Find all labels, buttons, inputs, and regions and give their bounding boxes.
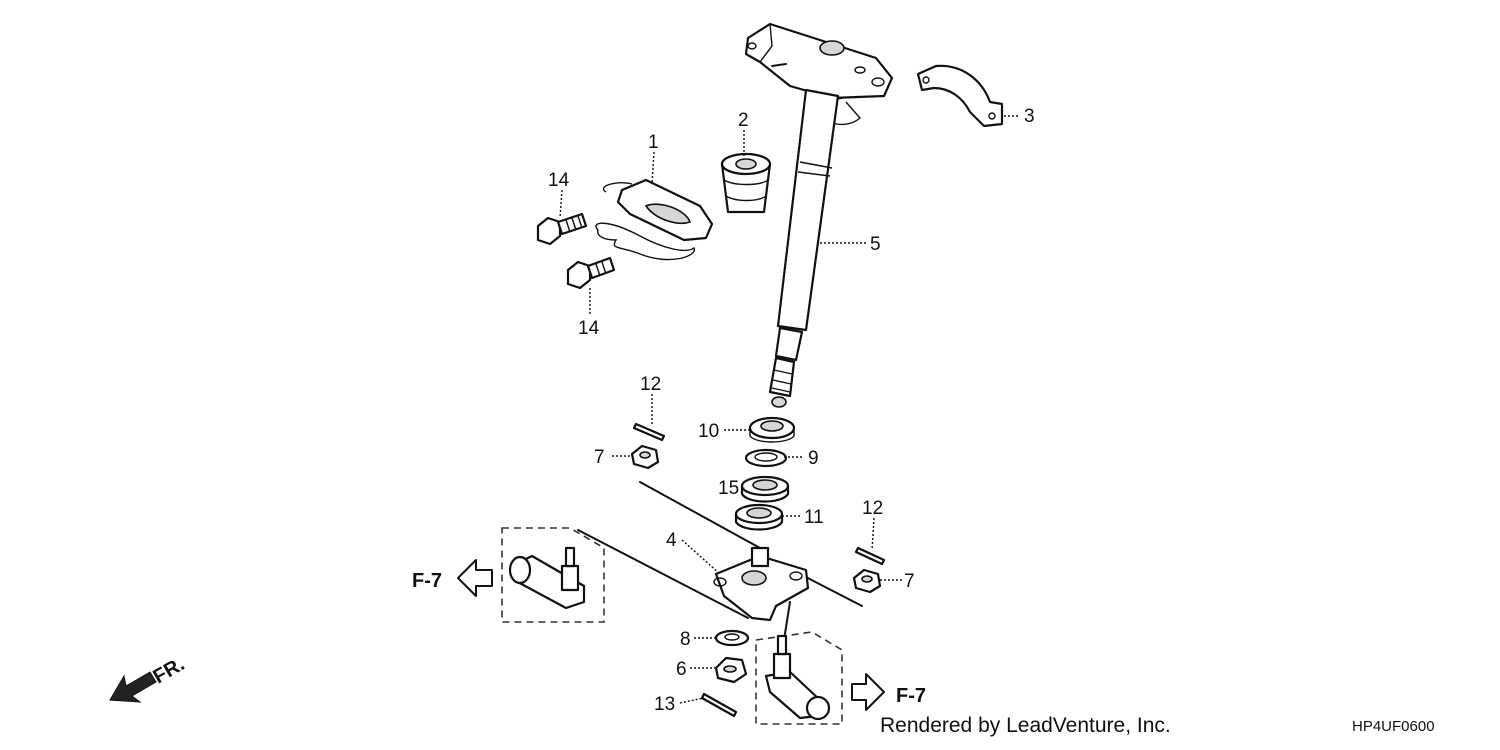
- arrow-front-icon: [109, 671, 157, 703]
- callout-3: 3: [1024, 106, 1035, 127]
- tie-rod-end-right[interactable]: [755, 631, 843, 725]
- ref-f7-left-label: F-7: [412, 570, 442, 592]
- oil-seal-part-11[interactable]: [734, 503, 784, 531]
- washer-part-8[interactable]: [714, 629, 750, 647]
- callout-10: 10: [698, 421, 719, 442]
- castle-nut-part-6[interactable]: [714, 656, 748, 684]
- callout-1: 1: [648, 132, 659, 153]
- callout-5: 5: [870, 234, 881, 255]
- leader-lines: [559, 115, 1020, 704]
- front-direction-label: FR.: [150, 653, 189, 688]
- callout-8: 8: [680, 629, 691, 650]
- bushing-part-2[interactable]: [720, 152, 772, 214]
- cotter-pin-part-13[interactable]: [700, 692, 738, 718]
- oil-seal-part-10[interactable]: [748, 416, 796, 443]
- shaft-end-arm-part-4[interactable]: [713, 546, 810, 622]
- callout-13: 13: [654, 694, 675, 715]
- callout-4: 4: [666, 530, 677, 551]
- bolt-part-14-lower[interactable]: [566, 256, 616, 290]
- ring-part-9[interactable]: [744, 448, 788, 468]
- callout-12-right: 12: [862, 498, 883, 519]
- callout-9: 9: [808, 448, 819, 469]
- callout-7-left: 7: [594, 447, 605, 468]
- shaft-holder-part-3[interactable]: [916, 64, 1004, 128]
- rendered-by-credit: Rendered by LeadVenture, Inc.: [880, 714, 1171, 737]
- callout-15: 15: [718, 478, 739, 499]
- alignment-lines: [577, 481, 863, 641]
- castle-nut-part-7-left[interactable]: [630, 444, 660, 470]
- cotter-pin-part-12-right[interactable]: [854, 546, 886, 566]
- ref-f7-right[interactable]: F-7: [851, 673, 926, 711]
- callout-6: 6: [676, 659, 687, 680]
- diagram-code: HP4UF0600: [1352, 718, 1435, 735]
- callout-7-right: 7: [904, 571, 915, 592]
- castle-nut-part-7-right[interactable]: [852, 568, 882, 594]
- callout-14-lower: 14: [578, 318, 600, 339]
- callout-14-upper: 14: [548, 170, 570, 191]
- front-direction-indicator: FR.: [109, 653, 189, 703]
- ref-f7-left[interactable]: F-7: [412, 559, 493, 597]
- steering-shaft-part-5[interactable]: [744, 22, 894, 408]
- ref-f7-right-label: F-7: [896, 685, 926, 707]
- arrow-right-outline-icon: [851, 673, 885, 711]
- arrow-left-outline-icon: [457, 559, 493, 597]
- bearing-part-15[interactable]: [740, 475, 790, 503]
- holder-part-1[interactable]: [595, 178, 714, 261]
- callout-12-left: 12: [640, 374, 661, 395]
- bolt-part-14-upper[interactable]: [536, 212, 588, 246]
- tie-rod-end-left[interactable]: [501, 527, 605, 623]
- callout-labels: 1 2 3 5 14 14 12 10 9 7 15 11 12 4 7 8 6…: [548, 106, 1035, 715]
- callout-11: 11: [804, 507, 824, 528]
- callout-2: 2: [738, 110, 749, 131]
- cotter-pin-part-12-left[interactable]: [632, 422, 666, 442]
